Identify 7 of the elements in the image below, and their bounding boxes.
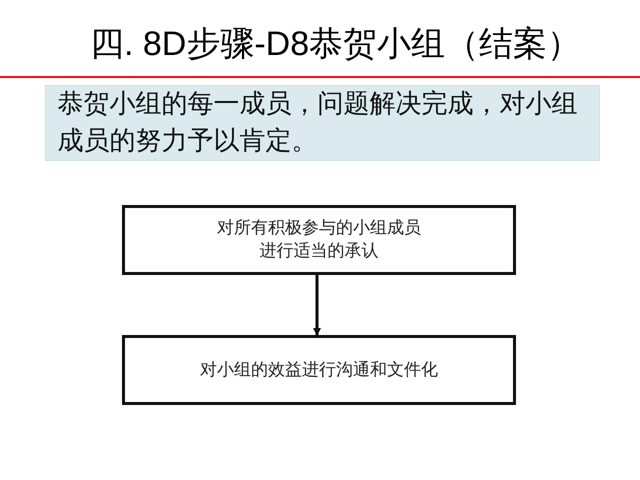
box-text: 对所有积极参与的小组成员进行适当的承认: [216, 217, 422, 263]
process-box: [122, 335, 516, 405]
process-box: [122, 205, 516, 275]
box-text: 对小组的效益进行沟通和文件化: [199, 358, 439, 382]
arrow: [313, 275, 321, 336]
panel-text: 恭贺小组的每一成员，问题解决完成，对小组成员的努力予以肯定。: [58, 88, 578, 158]
slide-title: 四. 8D步骤-D8恭贺小组（结案）: [90, 24, 582, 65]
